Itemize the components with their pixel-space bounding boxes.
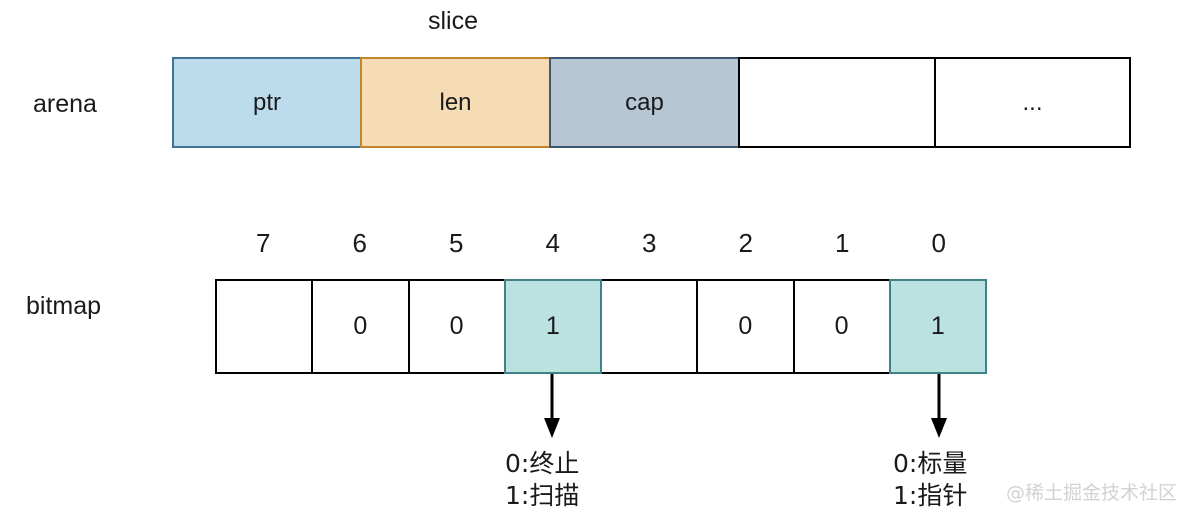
annotation-bit4-line2: 1:扫描 [505, 481, 580, 510]
arena-cell-ptr: ptr [172, 57, 362, 148]
bitmap-row-label: bitmap [26, 292, 102, 320]
watermark: @稀土掘金技术社区 [1006, 482, 1178, 504]
bitmap-index-2: 2 [738, 228, 753, 258]
bitmap-cell-1: 0 [792, 279, 891, 374]
bitmap-strip: 0 0 1 0 0 1 [215, 279, 987, 374]
arena-row-label: arena [33, 90, 97, 118]
bitmap-cell-5: 0 [407, 279, 506, 374]
annotation-bit0: 0:标量 1:指针 [893, 448, 967, 512]
arena-cell-ellipsis: ... [934, 57, 1131, 148]
annotation-bit0-line2: 1:指针 [893, 481, 968, 510]
arena-strip: ptr len cap ... [172, 57, 1137, 148]
annotation-bit4-line1: 0:终止 [505, 449, 580, 478]
bitmap-index-row: 7 6 5 4 3 2 1 0 [215, 227, 987, 263]
arena-cell-empty [738, 57, 936, 148]
bitmap-cell-2: 0 [696, 279, 795, 374]
bitmap-index-4: 4 [545, 228, 560, 258]
annotation-bit0-line1: 0:标量 [893, 449, 968, 478]
bitmap-index-1: 1 [835, 228, 850, 258]
annotation-bit4: 0:终止 1:扫描 [505, 448, 579, 512]
bitmap-cell-4: 1 [503, 279, 602, 374]
arena-cell-len: len [360, 57, 551, 148]
bitmap-index-0: 0 [931, 228, 946, 258]
bitmap-index-5: 5 [449, 228, 464, 258]
bitmap-index-6: 6 [352, 228, 367, 258]
bitmap-cell-6: 0 [311, 279, 410, 374]
bitmap-index-7: 7 [256, 228, 271, 258]
bitmap-cell-0: 1 [888, 279, 987, 374]
bitmap-cell-3 [600, 279, 699, 374]
arrow-down-icon-bit0 [931, 374, 947, 438]
slice-title: slice [427, 7, 478, 35]
bitmap-index-3: 3 [642, 228, 657, 258]
arena-cell-cap: cap [549, 57, 740, 148]
bitmap-cell-7 [215, 279, 314, 374]
arrow-down-icon-bit4 [544, 374, 560, 438]
